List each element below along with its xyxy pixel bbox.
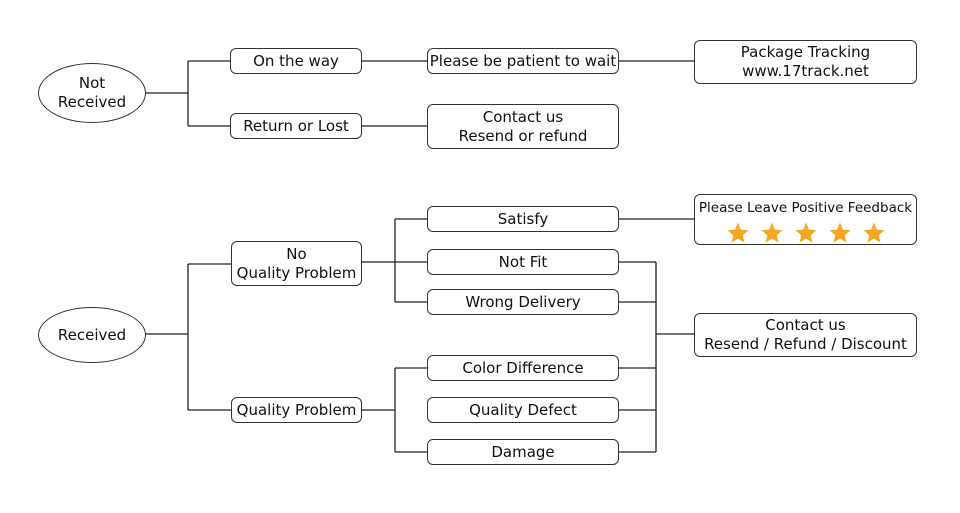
rating-stars xyxy=(726,221,886,245)
satisfy-label: Satisfy xyxy=(497,209,549,228)
contact-us-label-2: Contact us xyxy=(765,316,846,334)
not-received-label-line2: Received xyxy=(57,93,127,111)
quality-problem-sub-label: Quality Problem xyxy=(236,263,357,282)
quality-defect-label: Quality Defect xyxy=(469,400,577,419)
star-icon xyxy=(727,222,748,243)
package-tracking-label: Package Tracking xyxy=(740,43,871,61)
return-or-lost-node: Return or Lost xyxy=(230,113,362,139)
quality-problem-label: Quality Problem xyxy=(236,400,357,419)
not-fit-node: Not Fit xyxy=(427,249,619,275)
patient-wait-node: Please be patient to wait xyxy=(427,48,619,74)
satisfy-node: Satisfy xyxy=(427,206,619,232)
on-the-way-node: On the way xyxy=(230,48,362,74)
color-difference-label: Color Difference xyxy=(462,358,584,377)
no-label: No xyxy=(286,244,307,263)
received-label: Received xyxy=(57,325,127,344)
wrong-delivery-node: Wrong Delivery xyxy=(427,289,619,315)
tracking-url-label: www.17track.net xyxy=(742,62,869,80)
resend-refund-discount-label: Resend / Refund / Discount xyxy=(704,335,907,353)
patient-wait-label: Please be patient to wait xyxy=(429,51,617,70)
resend-or-refund-label: Resend or refund xyxy=(458,126,588,145)
on-the-way-label: On the way xyxy=(253,51,339,70)
damage-node: Damage xyxy=(427,439,619,465)
contact-resend-refund-node: Contact us Resend or refund xyxy=(427,104,619,149)
quality-defect-node: Quality Defect xyxy=(427,397,619,423)
color-difference-node: Color Difference xyxy=(427,355,619,381)
positive-feedback-label: Please Leave Positive Feedback xyxy=(698,200,913,216)
no-quality-problem-node: No Quality Problem xyxy=(231,241,362,286)
wrong-delivery-label: Wrong Delivery xyxy=(465,292,581,311)
positive-feedback-node: Please Leave Positive Feedback xyxy=(694,194,917,245)
package-tracking-node: Package Tracking www.17track.net xyxy=(694,40,917,84)
contact-us-label: Contact us xyxy=(482,107,564,126)
contact-resend-refund-discount-node: Contact us Resend / Refund / Discount xyxy=(694,313,917,357)
star-icon xyxy=(761,222,782,243)
star-icon xyxy=(829,222,850,243)
return-or-lost-label: Return or Lost xyxy=(243,116,349,135)
star-icon xyxy=(863,222,884,243)
star-icon xyxy=(795,222,816,243)
damage-label: Damage xyxy=(491,442,555,461)
quality-problem-node: Quality Problem xyxy=(231,397,362,423)
not-received-label-line1: Not xyxy=(78,74,106,92)
not-received-node: Not Received xyxy=(38,63,146,123)
received-node: Received xyxy=(38,307,146,363)
not-fit-label: Not Fit xyxy=(498,252,548,271)
